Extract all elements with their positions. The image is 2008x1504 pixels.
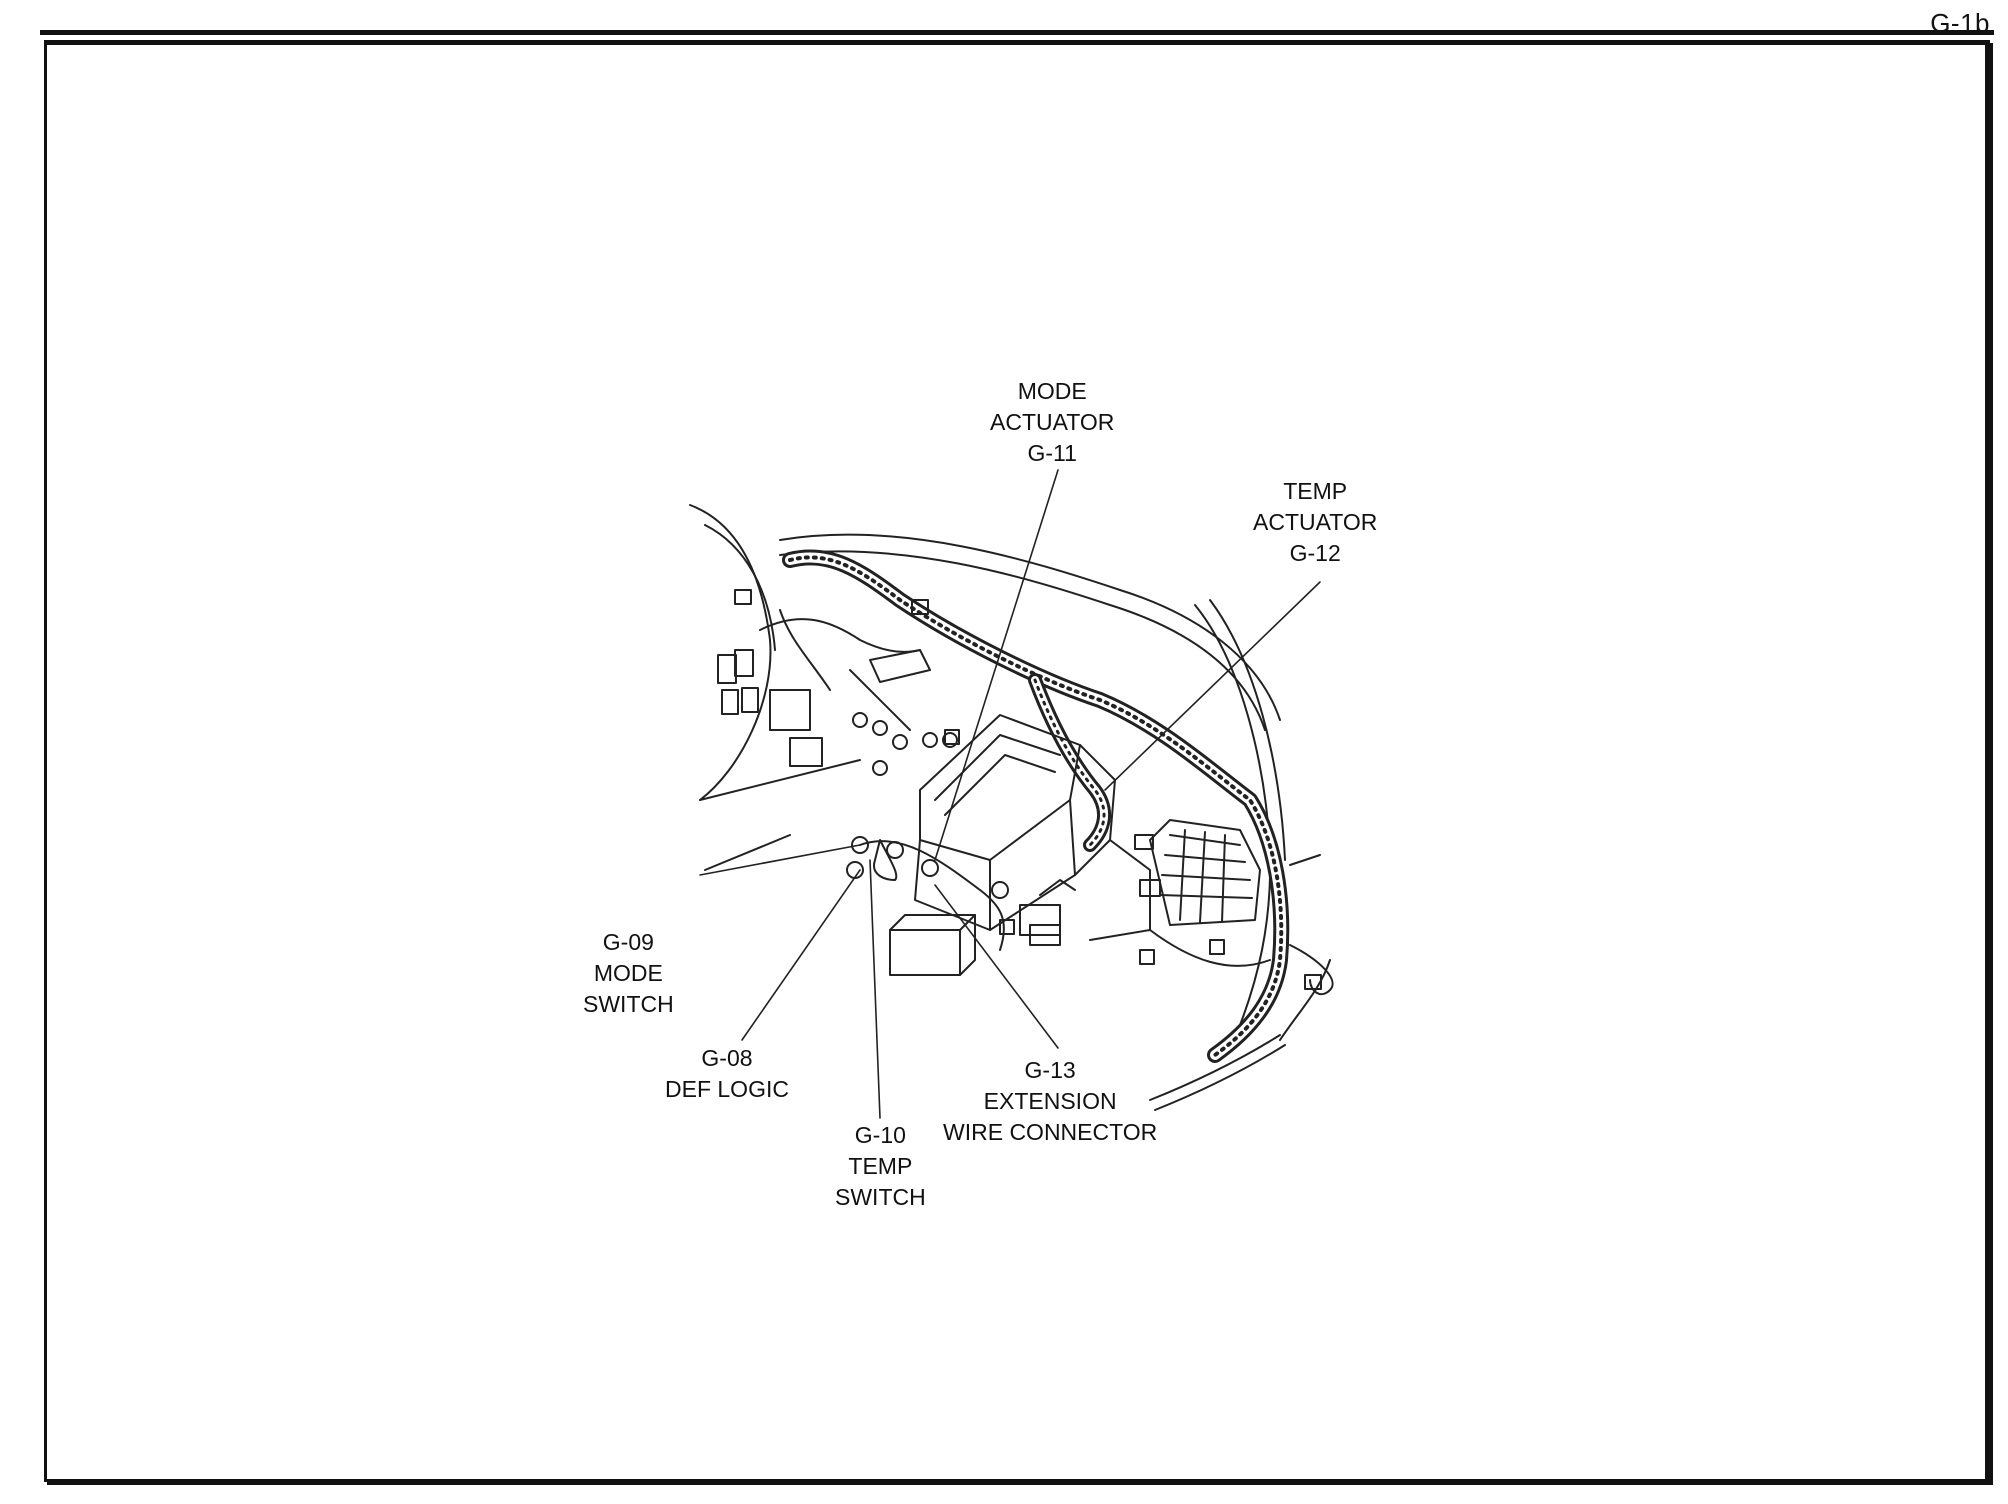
callout-line: G-13 bbox=[1024, 1057, 1076, 1083]
callout-temp-actuator: TEMP ACTUATOR G-12 bbox=[1253, 476, 1377, 569]
callout-line: TEMP bbox=[1283, 478, 1348, 504]
page-frame bbox=[44, 40, 1990, 1482]
callout-mode-switch: G-09 MODE SWITCH bbox=[583, 927, 674, 1020]
callout-line: EXTENSION bbox=[983, 1088, 1117, 1114]
callout-line: G-08 bbox=[701, 1045, 753, 1071]
callout-line: G-09 bbox=[602, 929, 654, 955]
top-rule bbox=[40, 30, 1994, 35]
callout-line: DEF LOGIC bbox=[665, 1076, 789, 1102]
callout-line: ACTUATOR bbox=[990, 409, 1115, 435]
callout-mode-actuator: MODE ACTUATOR G-11 bbox=[990, 376, 1114, 469]
callout-line: MODE bbox=[593, 960, 663, 986]
callout-line: G-10 bbox=[854, 1122, 906, 1148]
leader-lines bbox=[699, 469, 1321, 1119]
callout-extension-wire-connector: G-13 EXTENSION WIRE CONNECTOR bbox=[943, 1055, 1157, 1148]
connector-details bbox=[846, 836, 1334, 996]
callout-line: SWITCH bbox=[583, 991, 674, 1017]
callout-line: G-12 bbox=[1289, 540, 1341, 566]
fuse-box-cluster bbox=[717, 589, 960, 776]
callout-line: WIRE CONNECTOR bbox=[943, 1119, 1158, 1145]
heater-unit bbox=[889, 714, 1151, 976]
callout-line: TEMP bbox=[848, 1153, 913, 1179]
callout-def-logic: G-08 DEF LOGIC bbox=[665, 1043, 789, 1105]
callout-temp-switch: G-10 TEMP SWITCH bbox=[835, 1120, 926, 1213]
body-outlines bbox=[689, 504, 1331, 1111]
callout-line: SWITCH bbox=[835, 1184, 926, 1210]
callout-line: ACTUATOR bbox=[1253, 509, 1378, 535]
callout-line: G-11 bbox=[1027, 440, 1077, 466]
evaporator-grid bbox=[1134, 819, 1271, 967]
callout-line: MODE bbox=[1017, 378, 1087, 404]
main-harness bbox=[782, 549, 1290, 1063]
